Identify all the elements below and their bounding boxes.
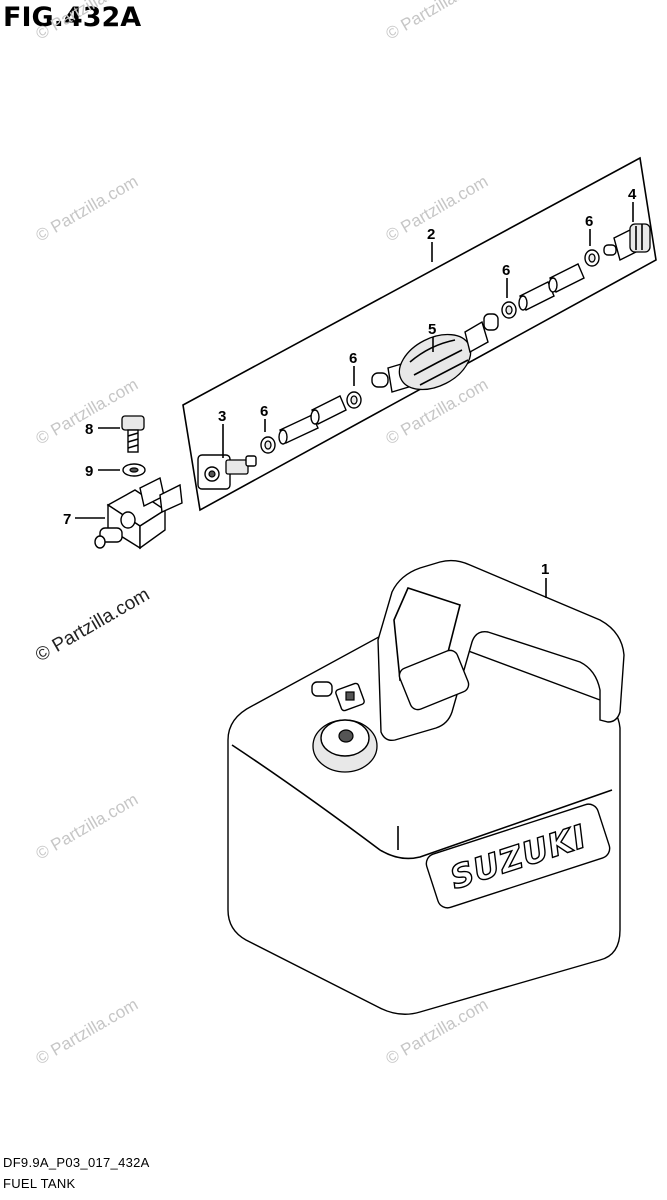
washer-part[interactable] — [122, 463, 146, 477]
tank-connector-part[interactable] — [603, 223, 651, 262]
figure-title: FIG.432A — [3, 2, 142, 33]
figure-name: FUEL TANK — [3, 1176, 76, 1191]
hose-clamp[interactable] — [501, 301, 517, 319]
callouts: 1 2 3 4 5 6 6 6 6 7 8 9 — [63, 186, 637, 578]
callout-7: 7 — [63, 511, 71, 528]
hose-clamp[interactable] — [260, 436, 276, 454]
callout-4: 4 — [628, 186, 637, 203]
watermark: © Partzilla.com — [33, 0, 142, 43]
watermark: © Partzilla.com — [33, 995, 142, 1069]
watermark: © Partzilla.com — [383, 172, 492, 246]
hose-segment[interactable] — [518, 281, 555, 311]
callout-5: 5 — [428, 321, 436, 338]
hose-clamp[interactable] — [584, 249, 600, 267]
hose-segment[interactable] — [548, 263, 585, 293]
watermark: © Partzilla.com — [33, 172, 142, 246]
hose-segment[interactable] — [278, 414, 319, 445]
primer-bulb-part[interactable] — [371, 313, 499, 401]
leader-lines — [75, 202, 634, 598]
callout-1: 1 — [541, 561, 549, 578]
watermark-prominent: © Partzilla.com — [32, 584, 153, 666]
fuel-tank-part[interactable]: SUZUKI — [227, 559, 625, 1015]
hose-segment[interactable] — [310, 395, 347, 425]
hose-assembly-frame — [182, 156, 657, 512]
callout-6: 6 — [502, 262, 510, 279]
watermark: © Partzilla.com — [33, 790, 142, 864]
callout-3: 3 — [218, 408, 226, 425]
callout-2: 2 — [427, 226, 435, 243]
figure-code: DF9.9A_P03_017_432A — [3, 1155, 150, 1170]
hose-clamp[interactable] — [346, 391, 362, 409]
callout-6: 6 — [349, 350, 357, 367]
watermark: © Partzilla.com — [383, 0, 492, 43]
callout-9: 9 — [85, 463, 93, 480]
callout-8: 8 — [85, 421, 93, 438]
connector-part[interactable] — [197, 454, 257, 490]
bolt-part[interactable] — [121, 415, 145, 453]
fuel-connector-bracket-part[interactable] — [94, 476, 183, 550]
callout-6: 6 — [260, 403, 268, 420]
callout-6: 6 — [585, 213, 593, 230]
